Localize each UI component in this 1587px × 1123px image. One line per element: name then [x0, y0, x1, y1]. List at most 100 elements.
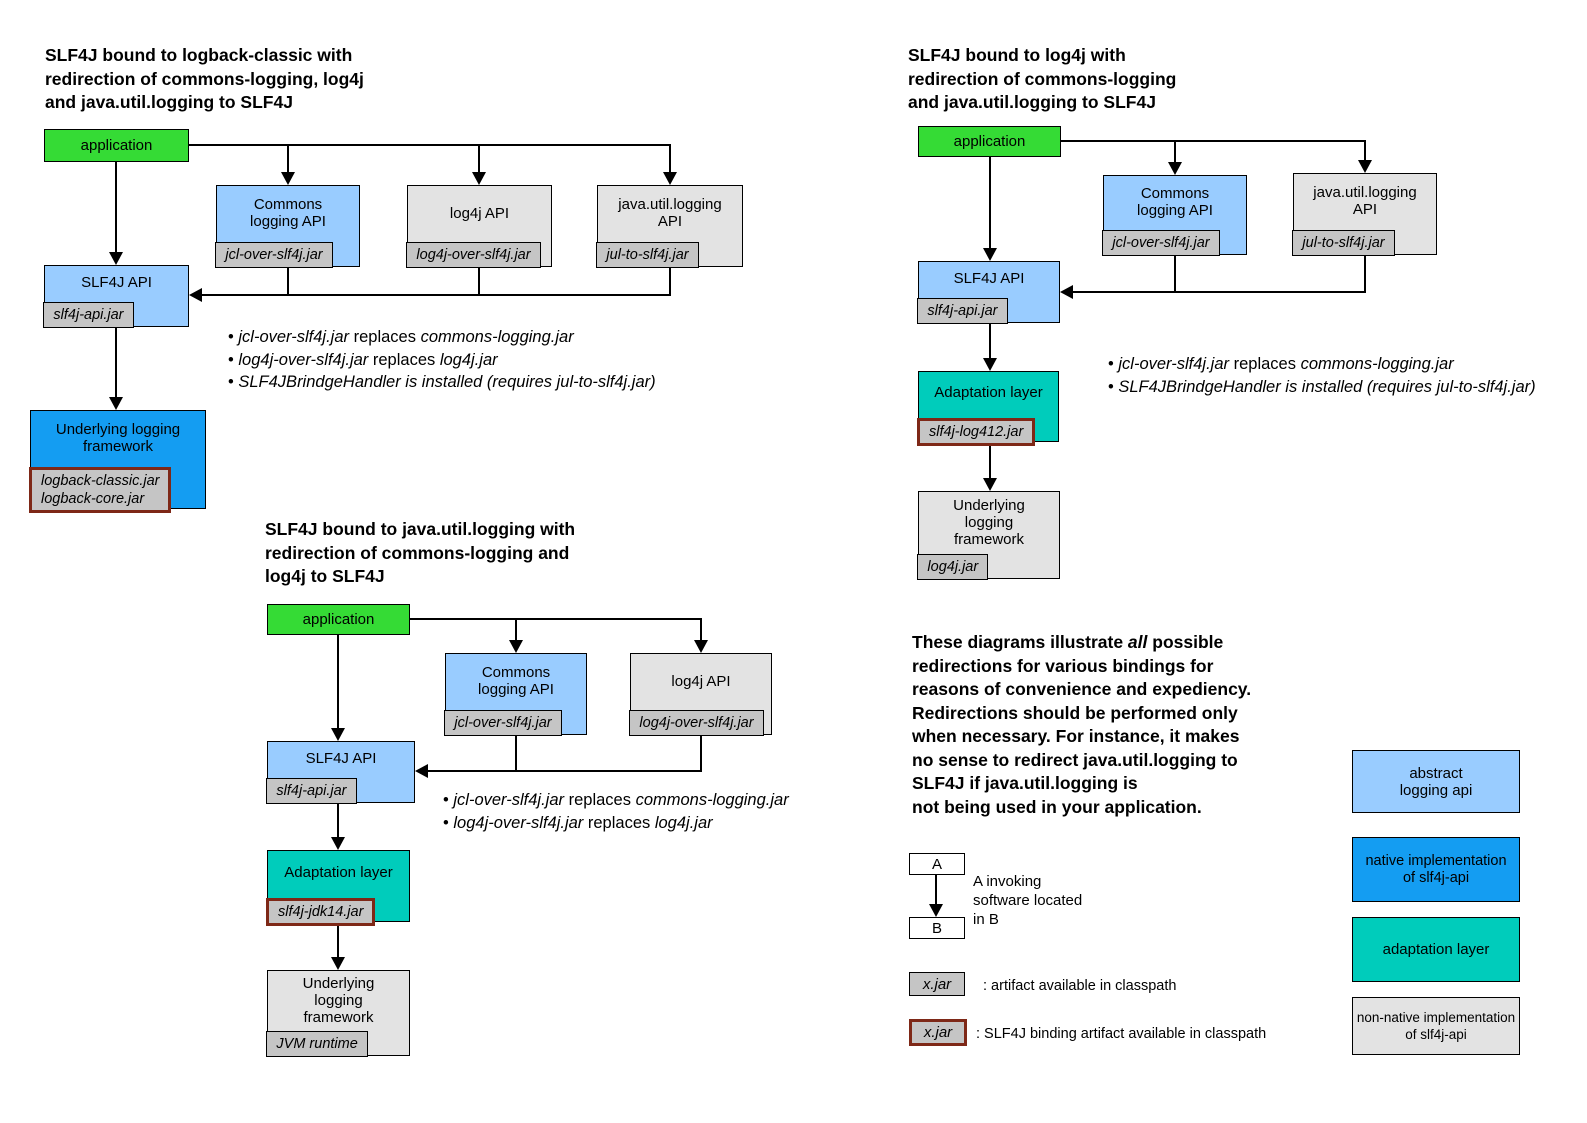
box-label: java.util.logging API [618, 196, 722, 230]
jar-tag: slf4j-api.jar [917, 297, 1008, 324]
edge-line [700, 735, 702, 772]
note-line: no sense to redirect java.util.logging t… [912, 749, 1238, 770]
box-label: Underlying logging framework [302, 975, 375, 1026]
swatch-abstract-api: abstract logging api [1352, 750, 1520, 813]
jar-tag: JVM runtime [266, 1030, 368, 1057]
slf4j-api-box: SLF4J API slf4j-api.jar [43, 265, 189, 328]
explanatory-note: These diagrams illustrate all possible r… [912, 631, 1372, 819]
edge-line [478, 267, 480, 296]
note-item: log4j-over-slf4j.jar replaces log4j.jar [228, 349, 656, 372]
arrowhead [983, 358, 997, 371]
swatch-label: adaptation layer [1382, 941, 1490, 958]
jar-tag: slf4j-api.jar [266, 777, 357, 804]
legend-invocation-caption: A invoking software located in B [973, 873, 1083, 928]
arrowhead [1060, 285, 1073, 299]
note-item: jcl-over-slf4j.jar replaces commons-logg… [443, 789, 788, 812]
edge-line [202, 294, 671, 296]
edge-line [115, 327, 117, 397]
edge-line [515, 618, 517, 640]
legend-box-a: A [909, 853, 965, 875]
arrowhead [281, 172, 295, 185]
edge-line [410, 618, 702, 620]
swatch-adaptation-layer: adaptation layer [1352, 917, 1520, 982]
swatch-label: abstract logging api [1399, 764, 1473, 799]
arrowhead [1358, 160, 1372, 173]
swatch-label: native implementation of slf4j-api [1365, 852, 1507, 886]
arrowhead [472, 172, 486, 185]
note-line: Redirections should be performed only [912, 702, 1238, 723]
note-item: jcl-over-slf4j.jar replaces commons-logg… [1108, 353, 1536, 376]
arrowhead [509, 640, 523, 653]
box-label: log4j API [671, 672, 731, 690]
note-item: log4j-over-slf4j.jar replaces log4j.jar [443, 812, 789, 835]
arrowhead [415, 764, 428, 778]
box-label: application [302, 611, 375, 628]
arrowhead [929, 904, 943, 917]
jar-tag: jcl-over-slf4j.jar [444, 709, 562, 736]
jar-tag: jcl-over-slf4j.jar [215, 241, 333, 268]
arrowhead [983, 478, 997, 491]
arrowhead [331, 957, 345, 970]
box-label: Underlying logging framework [55, 420, 181, 455]
arrowhead [109, 397, 123, 410]
jar-tag: log4j-over-slf4j.jar [406, 241, 541, 268]
application-box: application [918, 126, 1061, 157]
diagram-title: SLF4J bound to java.util.logging with re… [265, 519, 576, 586]
notes-list: jcl-over-slf4j.jar replaces commons-logg… [1108, 353, 1536, 398]
edge-line [1364, 255, 1366, 292]
note-line: SLF4J if java.util.logging is [912, 773, 1138, 793]
diagram-title: SLF4J bound to logback-classic with redi… [45, 45, 364, 112]
jar-tag: jcl-over-slf4j.jar [1102, 229, 1220, 256]
jar-tag: slf4j-api.jar [43, 301, 134, 328]
commons-logging-api-box: Commons logging API jcl-over-slf4j.jar [215, 185, 360, 268]
box-label: SLF4J API [953, 270, 1025, 287]
edge-line [1061, 140, 1366, 142]
edge-line [989, 323, 991, 358]
box-label: application [80, 137, 153, 154]
legend-jar-box: x.jar [909, 972, 965, 996]
log4j-api-box: log4j API log4j-over-slf4j.jar [629, 653, 772, 736]
box-label: log4j API [449, 204, 510, 222]
edge-line [989, 157, 991, 248]
edge-line [700, 618, 702, 640]
arrowhead [983, 248, 997, 261]
edge-line [1174, 255, 1176, 292]
commons-logging-api-box: Commons logging API jcl-over-slf4j.jar [444, 653, 587, 736]
note-item: SLF4JBrindgeHandler is installed (requir… [228, 371, 655, 394]
box-label: Underlying logging framework [953, 497, 1025, 548]
note-line: redirections for various bindings for [912, 655, 1214, 676]
note-line: These diagrams illustrate all possible [912, 632, 1224, 652]
arrowhead [331, 728, 345, 741]
note-line: when necessary. For instance, it makes [912, 726, 1240, 746]
edge-line [189, 144, 671, 146]
box-label: java.util.logging API [1313, 184, 1417, 218]
underlying-framework-box: Underlying logging framework log4j.jar [917, 491, 1060, 580]
edge-line [478, 144, 480, 172]
box-label: Commons logging API [478, 664, 554, 698]
edge-line [515, 735, 517, 772]
arrowhead [1168, 162, 1182, 175]
arrowhead [331, 837, 345, 850]
adaptation-layer-box: Adaptation layer slf4j-jdk14.jar [266, 850, 410, 926]
binding-jar-tag: slf4j-jdk14.jar [266, 898, 376, 926]
log4j-api-box: log4j API log4j-over-slf4j.jar [406, 185, 552, 268]
box-label: application [953, 133, 1026, 150]
commons-logging-api-box: Commons logging API jcl-over-slf4j.jar [1102, 175, 1247, 256]
underlying-framework-box: Underlying logging framework logback-cla… [29, 410, 206, 513]
note-line: not being used in your application. [912, 796, 1202, 817]
underlying-framework-box: Underlying logging framework JVM runtime [266, 970, 410, 1057]
jar-tag: log4j-over-slf4j.jar [629, 709, 764, 736]
box-label: Commons logging API [250, 196, 326, 230]
jar-tag: jul-to-slf4j.jar [1292, 229, 1395, 256]
box-label: Commons logging API [1137, 185, 1213, 219]
swatch-non-native-impl: non-native implementation of slf4j-api [1352, 997, 1520, 1055]
edge-line [669, 267, 671, 296]
jul-api-box: java.util.logging API jul-to-slf4j.jar [1292, 173, 1437, 256]
edge-line [337, 922, 339, 957]
edge-line [115, 162, 117, 252]
edge-line [669, 144, 671, 172]
edge-line [1073, 291, 1366, 293]
box-label: SLF4J API [305, 750, 377, 767]
note-line: reasons of convenience and expediency. [912, 679, 1252, 699]
